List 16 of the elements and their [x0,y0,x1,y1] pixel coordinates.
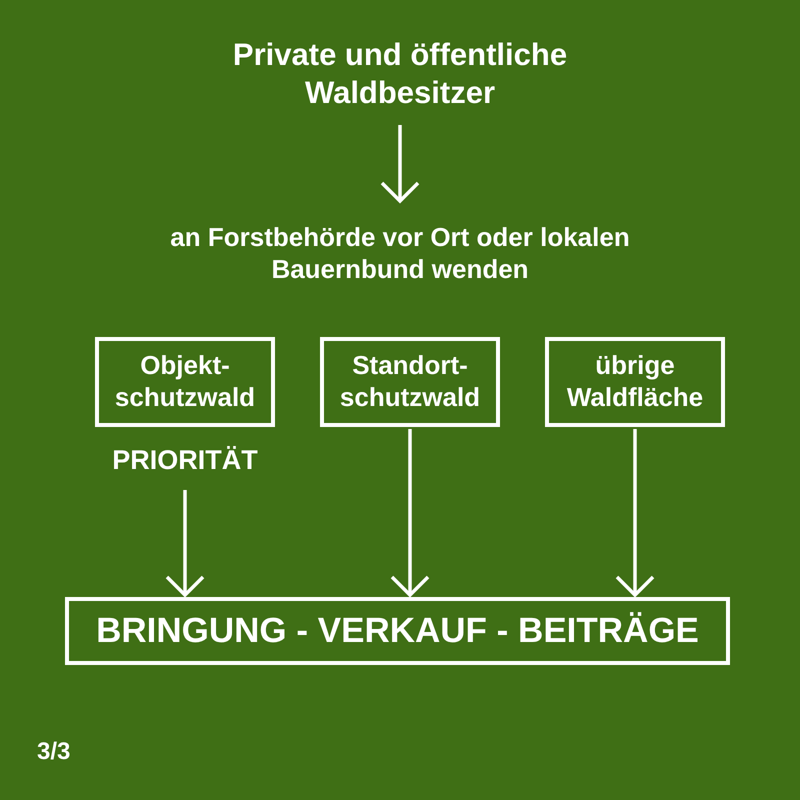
arrow [380,125,420,203]
process-box [65,597,730,665]
process-box [545,337,725,427]
box-label: Standort- schutzwald [338,350,482,414]
box-label: BRINGUNG - VERKAUF - BEITRÄGE [96,610,699,652]
arrow [165,490,205,597]
flow-step-text: an Forstbehörde vor Ort oder lokalen Bauernbund wenden [169,222,631,286]
process-box [320,337,500,427]
process-box [95,337,275,427]
page-number: 3/3 [37,738,70,766]
flow-step-text: Private und öffentliche Waldbesitzer [232,36,568,112]
box-label: Objekt- schutzwald [114,350,256,414]
box-label: übrige Waldfläche [566,350,704,414]
arrow [390,429,430,597]
arrow [615,429,655,597]
priority-note: PRIORITÄT [112,445,258,476]
